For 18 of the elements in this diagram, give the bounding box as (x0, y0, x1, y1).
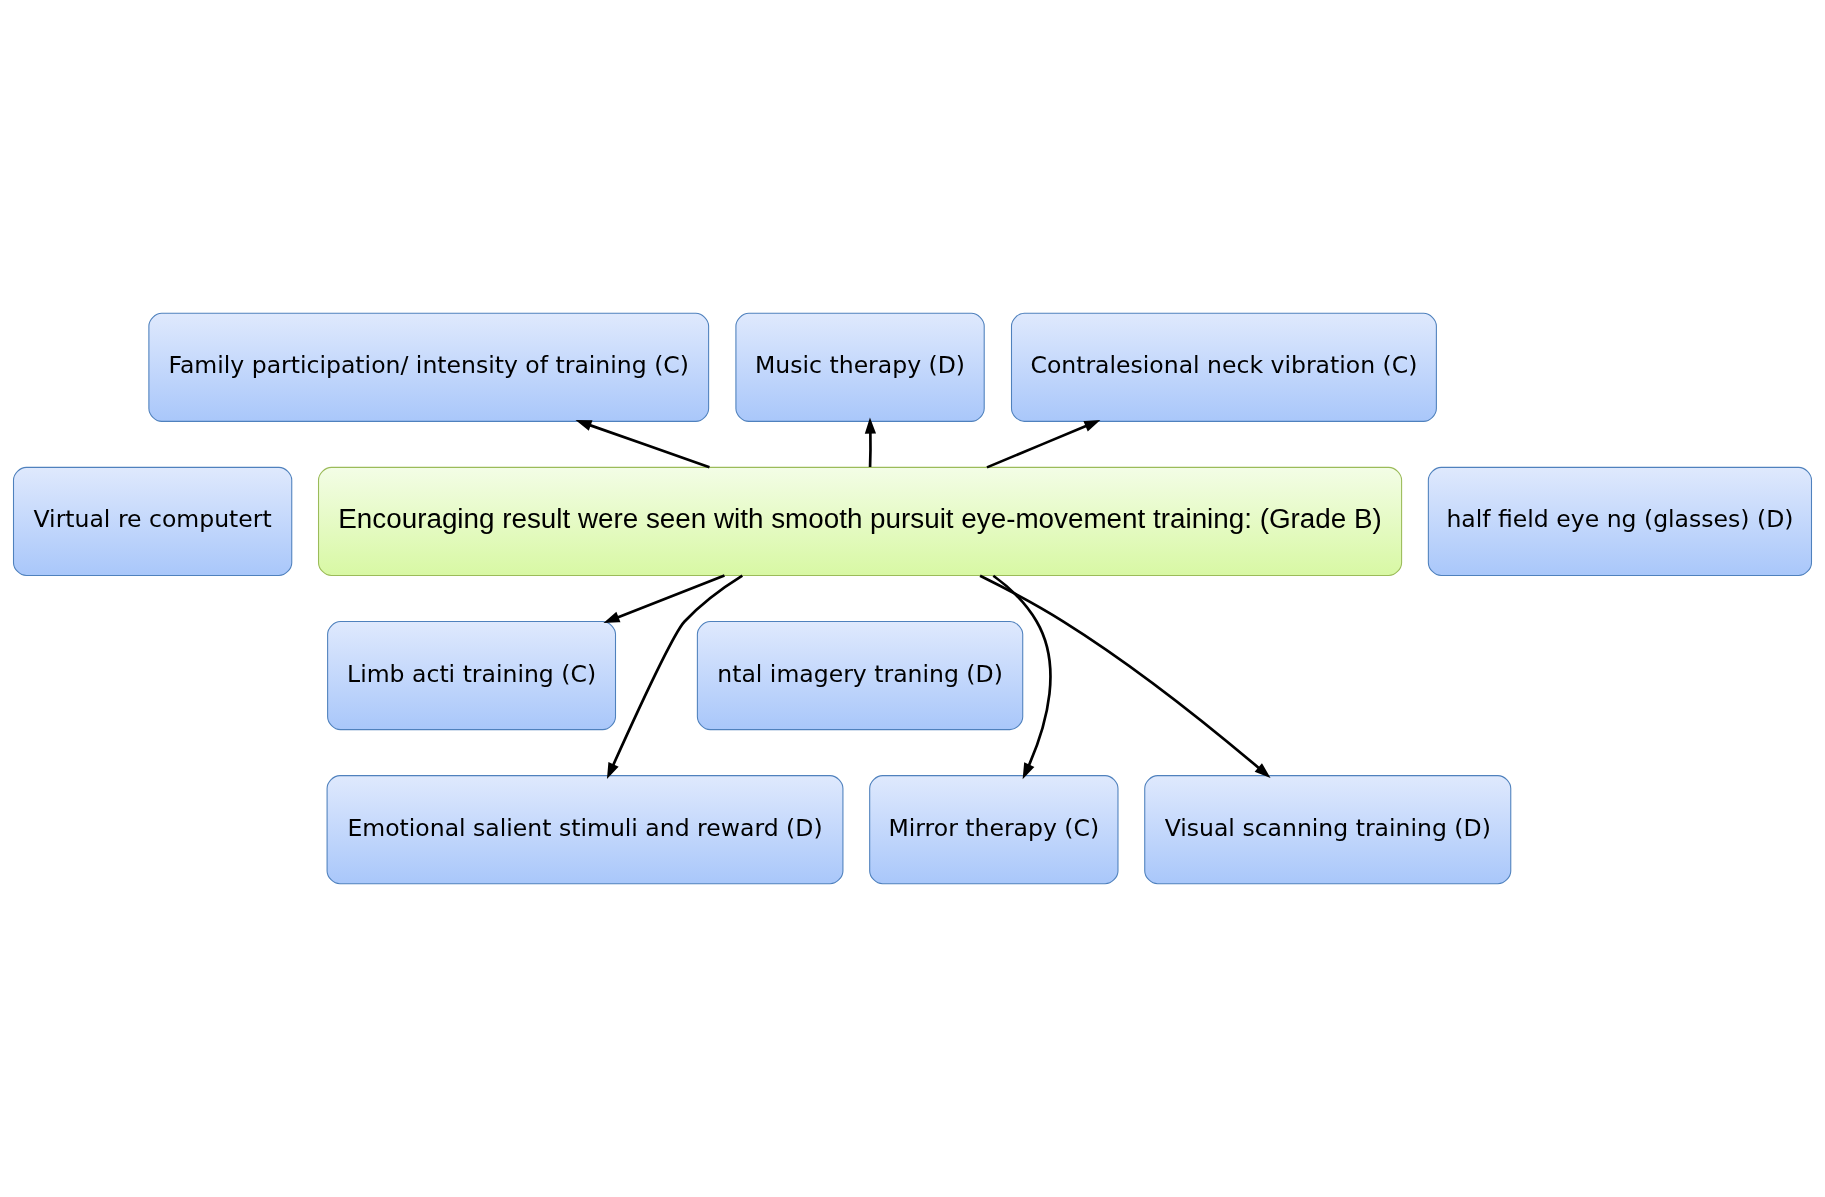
arrow (992, 574, 1052, 780)
arrow (575, 420, 710, 469)
node-box: Limb acti training (C) (327, 620, 617, 731)
arrow (986, 420, 1101, 469)
arrow (603, 574, 725, 623)
node-box: half field eye ng (glasses) (D) (1427, 466, 1813, 577)
node-box: Family participation/ intensity of training (C) (148, 312, 710, 422)
node-box: Encouraging result were seen with smooth pursuit eye-movement training: (Grade B) (318, 466, 1403, 577)
node-box: Emotional salient stimuli and reward (D) (326, 775, 844, 885)
node-box: Visual scanning training (D) (1144, 775, 1512, 885)
node-box: Music therapy (D) (735, 312, 985, 422)
node-box: Mirror therapy (C) (869, 775, 1119, 885)
node-box: Contralesional neck vibration (C) (1010, 312, 1437, 422)
node-box: ntal imagery traning (D) (696, 620, 1024, 731)
node-box: Virtual re computert (12, 466, 293, 577)
arrow (864, 417, 877, 468)
arrow (606, 574, 744, 780)
arrow (979, 574, 1271, 778)
